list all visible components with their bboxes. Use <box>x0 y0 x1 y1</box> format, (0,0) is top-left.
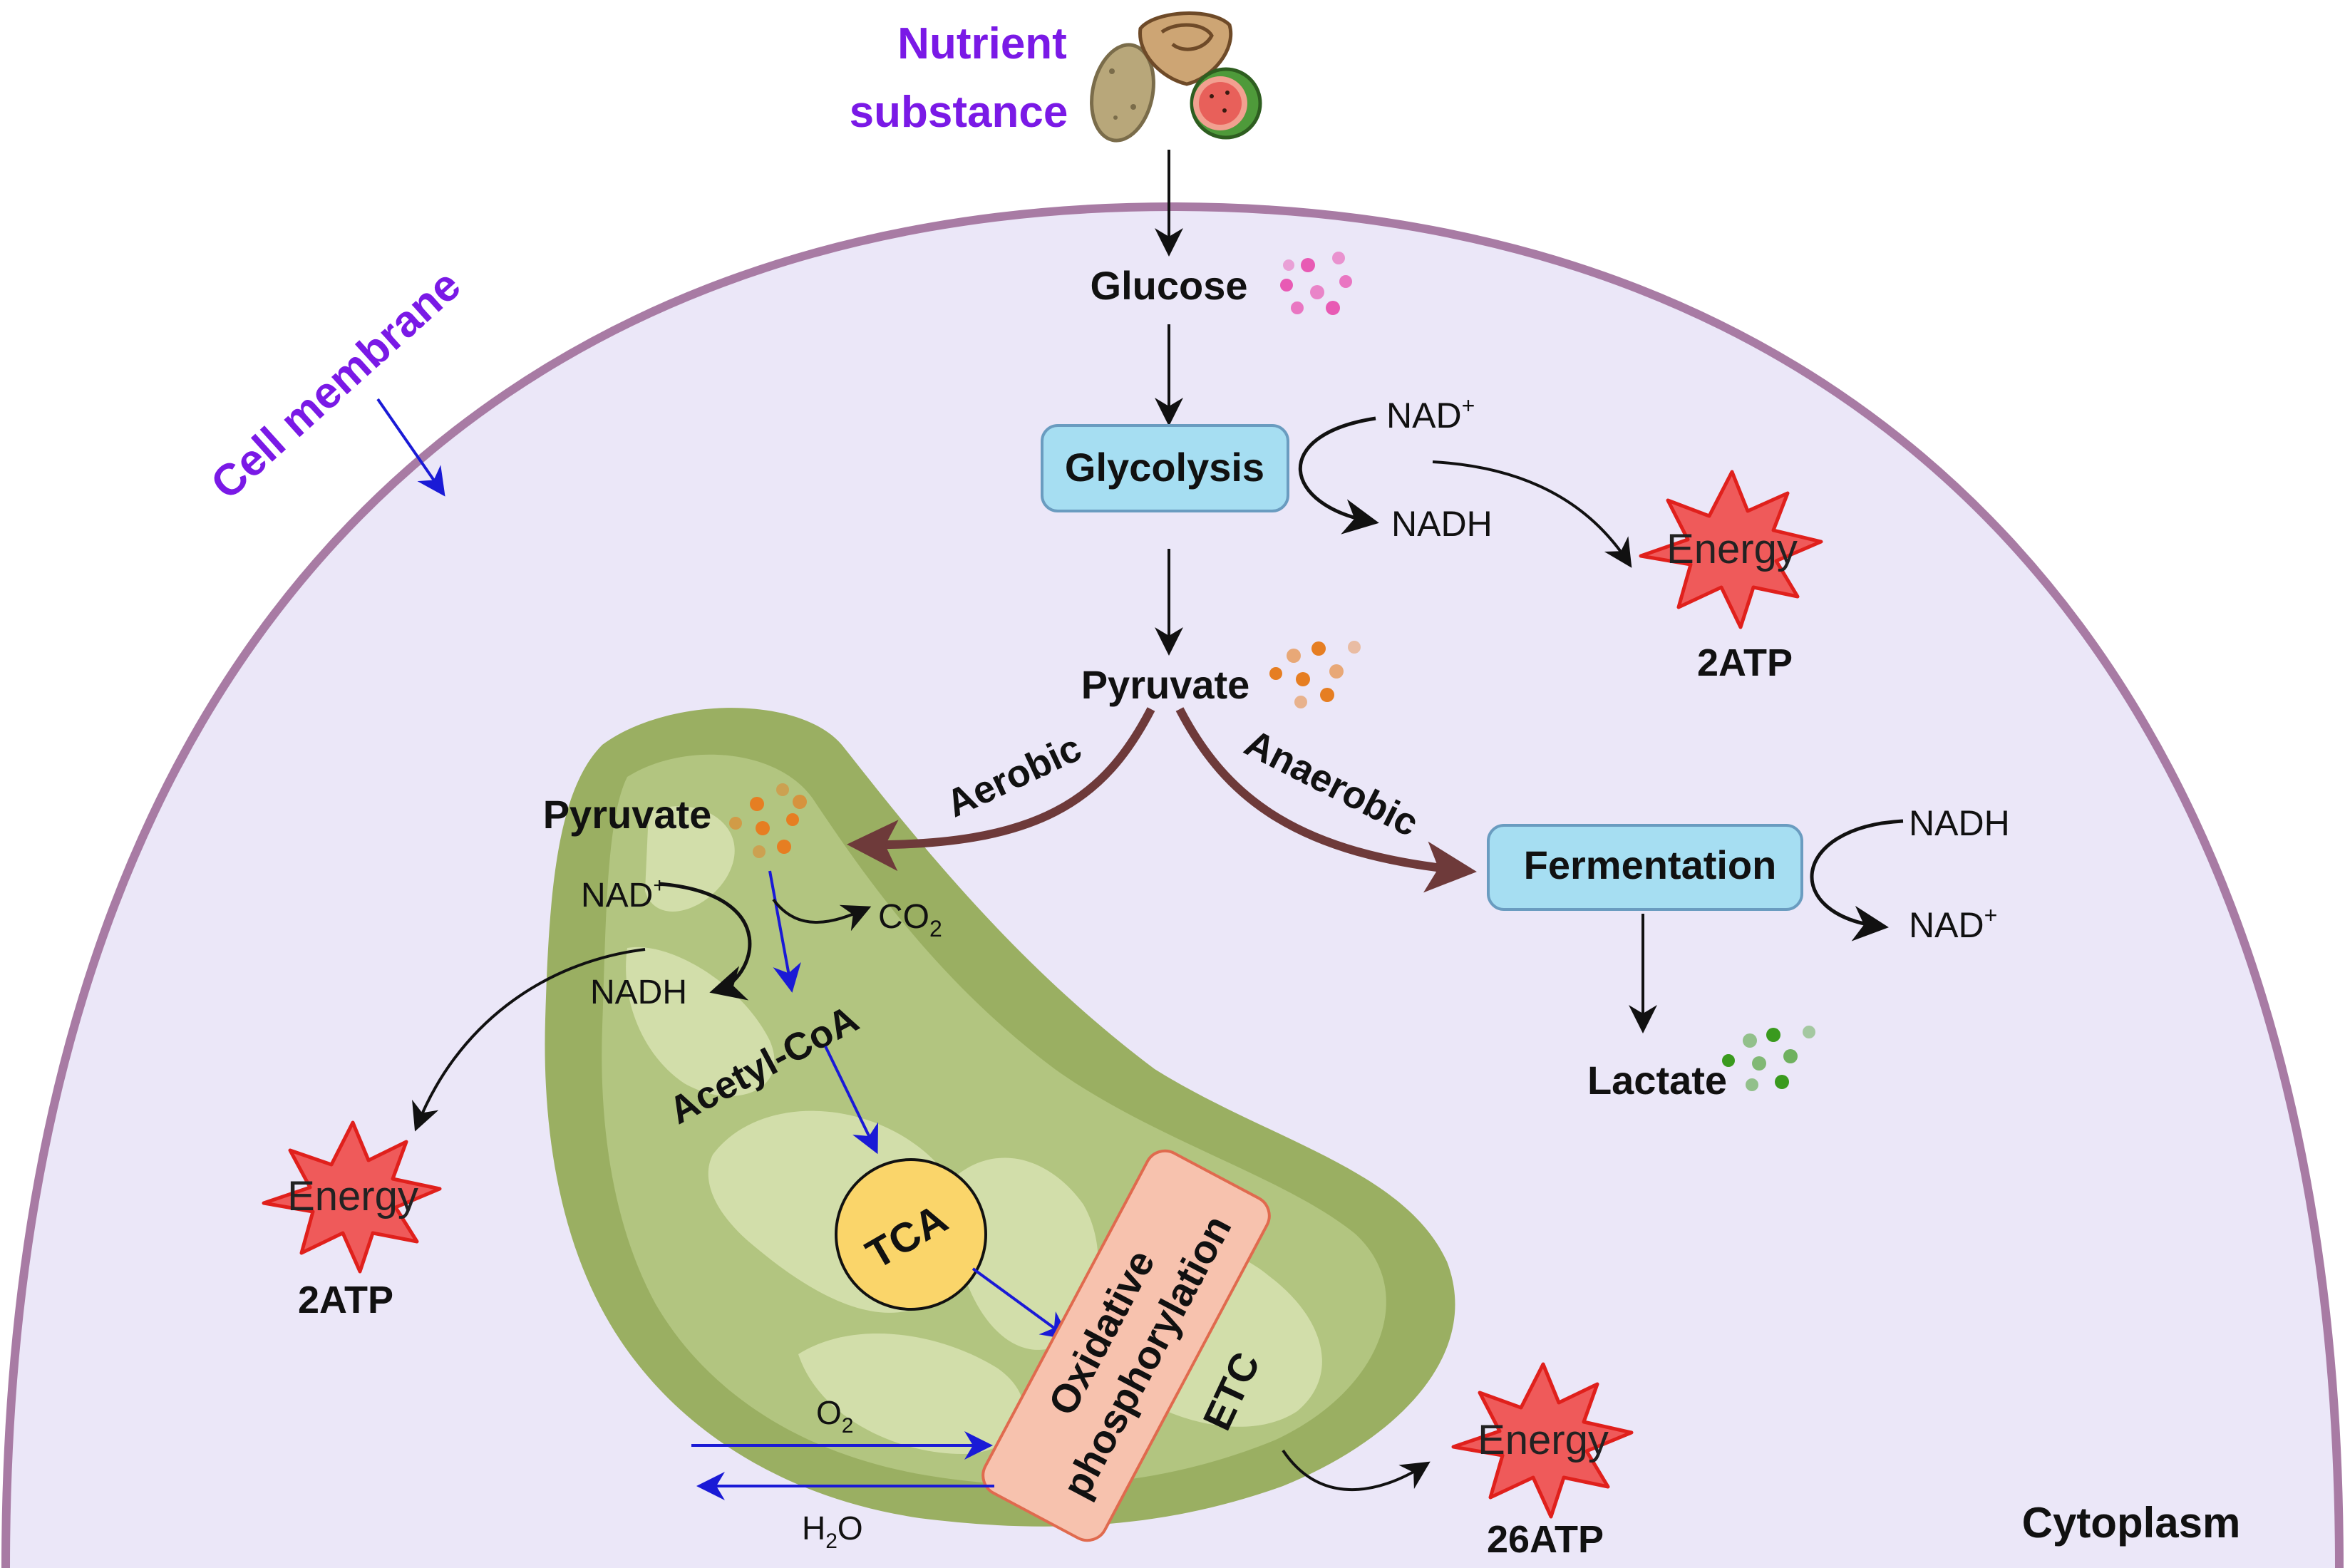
pyruvate-mito-label: Pyruvate <box>543 792 712 837</box>
nutrient-label-line2: substance <box>850 88 1068 137</box>
fermentation-nadh-curve <box>1810 819 1904 942</box>
h2o-label: H2O <box>802 1510 863 1553</box>
lactate-dots <box>1722 1026 1815 1091</box>
watermelon-icon <box>1190 67 1262 140</box>
crista-5 <box>945 1157 1098 1350</box>
fermentation-nadh-label: NADH <box>1909 803 2010 843</box>
pyruvate-label: Pyruvate <box>1081 662 1250 707</box>
glucose-label: Glucose <box>1091 263 1248 308</box>
nadh-to-energy-arrow <box>412 948 646 1132</box>
energy-burst-glycolysis: Energy <box>1639 470 1823 629</box>
tca-cycle: TCA <box>835 1158 987 1311</box>
atp-glycolysis: 2ATP <box>1697 641 1793 684</box>
pyruvate-to-acetylcoa-arrow <box>768 870 801 993</box>
energy-burst-oxphos: Energy <box>1451 1362 1634 1519</box>
glycolysis-box: Glycolysis <box>1041 424 1289 512</box>
mito-nad-label: NAD+ <box>581 874 666 914</box>
energy-burst-icon <box>1451 1362 1634 1519</box>
fermentation-box: Fermentation <box>1487 824 1803 911</box>
glycolysis-nadh-label: NADH <box>1391 504 1493 544</box>
energy-burst-icon <box>262 1120 442 1274</box>
co2-label: CO2 <box>878 898 942 942</box>
fermentation-label: Fermentation <box>1524 842 1777 887</box>
glycolysis-to-energy-arrow <box>1432 460 1632 568</box>
cytoplasm-label: Cytoplasm <box>2022 1499 2241 1547</box>
glycolysis-nad-curve <box>1298 416 1379 535</box>
glycolysis-nad-label: NAD+ <box>1386 393 1475 435</box>
co2-release-arrow <box>772 898 872 932</box>
crista-4 <box>798 1334 1024 1454</box>
energy-label-glycolysis: Energy <box>1666 526 1798 572</box>
o2-label: O2 <box>816 1394 853 1438</box>
acetylcoa-to-tca-arrow <box>824 1046 878 1155</box>
nutrient-label-line1: Nutrient <box>897 19 1067 68</box>
atp-mito-left: 2ATP <box>298 1279 393 1321</box>
tca-to-oxphos-arrow <box>972 1267 1071 1340</box>
oxphos-to-energy-arrow <box>1282 1449 1431 1491</box>
glucose-dots <box>1280 252 1352 315</box>
energy-burst-icon <box>1639 470 1823 629</box>
cell-membrane-line <box>1 202 2344 1568</box>
glycolysis-label: Glycolysis <box>1065 445 1264 490</box>
energy-label-mito-left: Energy <box>287 1173 418 1219</box>
atp-oxphos: 26ATP <box>1487 1518 1604 1561</box>
crista-2 <box>626 947 775 1096</box>
branch-arrows <box>847 707 1477 893</box>
pyruvate-dots <box>1269 641 1361 708</box>
potato-icon <box>1090 43 1155 143</box>
energy-burst-mito-left: Energy <box>262 1120 442 1274</box>
mito-nadh-label: NADH <box>590 974 687 1011</box>
pyruvate-mito-dots <box>729 783 807 858</box>
nutrient-substance: Nutrient substance <box>850 11 1262 143</box>
mito-nad-curve <box>659 882 752 1001</box>
aerobic-arrow <box>847 707 1155 872</box>
walnut-icon <box>1138 11 1233 86</box>
membrane-pointer-arrow <box>376 398 445 497</box>
energy-label-oxphos: Energy <box>1478 1417 1609 1463</box>
fermentation-nad-label: NAD+ <box>1909 902 1997 945</box>
anaerobic-arrow <box>1175 707 1477 893</box>
lactate-label: Lactate <box>1587 1058 1727 1103</box>
